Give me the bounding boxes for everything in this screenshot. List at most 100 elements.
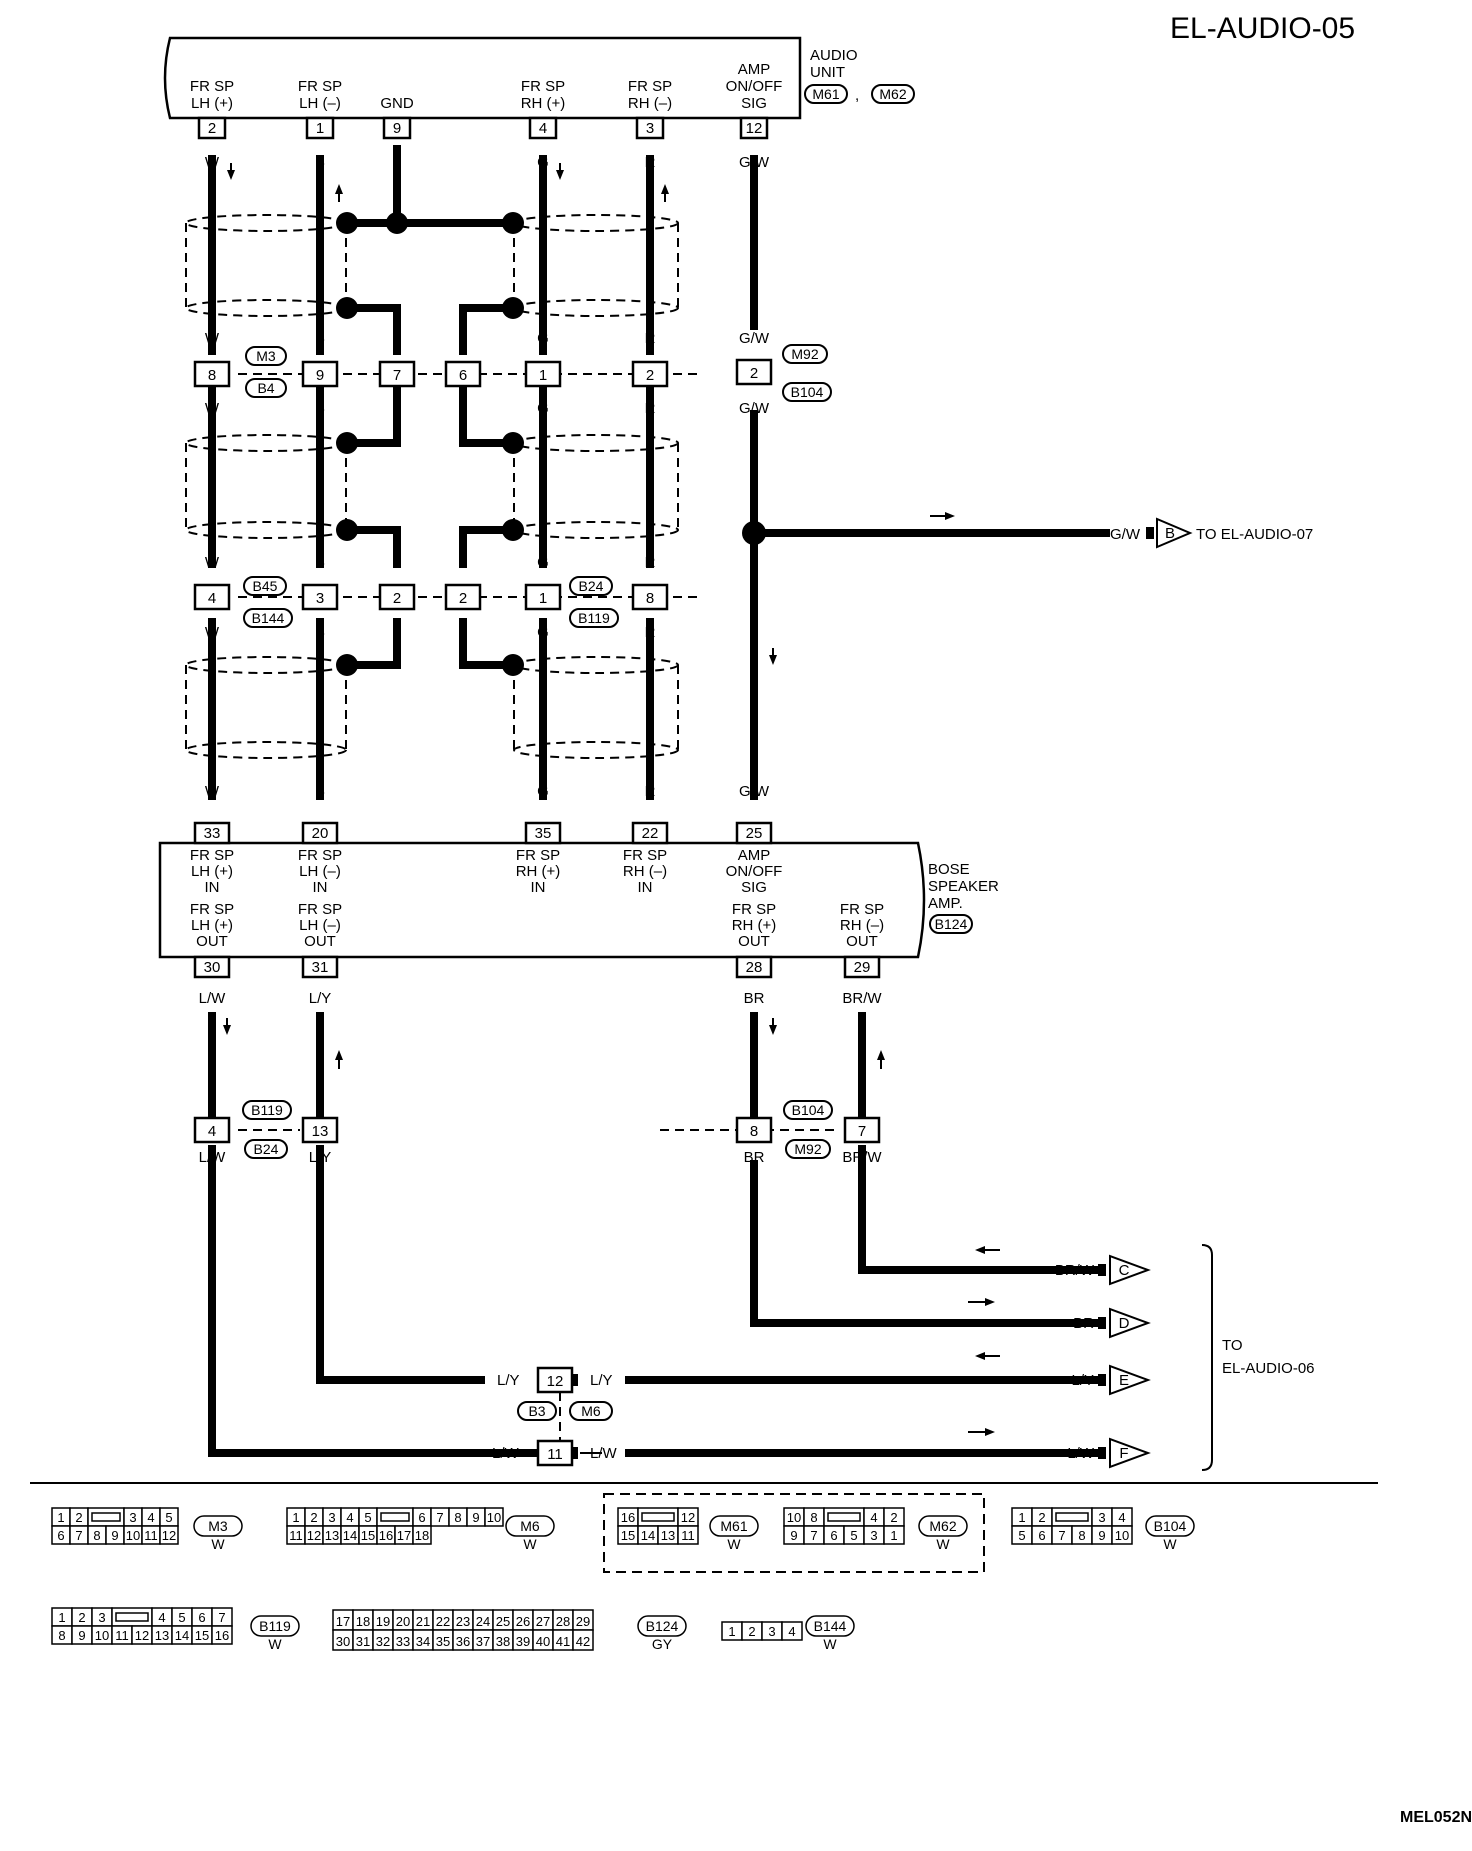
- connector-pin-number: 31: [356, 1634, 370, 1649]
- connector-color-m3: W: [211, 1536, 225, 1552]
- bose-out-pin-2: 31: [312, 959, 329, 976]
- connector-cell: [1111, 1525, 1133, 1545]
- joint-connector-m92-b104: 2 M92 B104 G/W G/W: [735, 330, 832, 417]
- audio-unit-connector-m62: M62: [879, 86, 906, 102]
- connector-pin-number: 17: [397, 1528, 411, 1543]
- j2-wa-4: R: [645, 554, 656, 571]
- j3-pin-4: 7: [858, 1123, 866, 1140]
- connector-pin-number: 38: [496, 1634, 510, 1649]
- connector-cell: [677, 1525, 699, 1545]
- bose-in-4-n1: FR SP: [623, 847, 667, 864]
- connector-latch: [1055, 1512, 1089, 1522]
- page-title: EL-AUDIO-05: [1170, 12, 1355, 45]
- connector-pin-number: 1: [1018, 1510, 1025, 1525]
- connector-latch: [91, 1512, 121, 1522]
- diagram-code: MEL052N: [1400, 1809, 1472, 1826]
- j3-wb-3: BR: [744, 1149, 765, 1166]
- audio-unit: AUDIO UNIT M61 , M62 FR SP LH (+) FR SP …: [163, 36, 915, 171]
- connector-pin-number: 11: [681, 1528, 695, 1543]
- bose-speaker-amp: 33 20 35 22 25 FR SP LH (+) IN FR SP LH …: [158, 821, 999, 979]
- connector-pin-number: 1: [292, 1510, 299, 1525]
- branch-b-wire: G/W: [1110, 526, 1141, 543]
- j2-wb-4: R: [645, 624, 656, 641]
- j4-p2-wr: L/W: [590, 1445, 618, 1462]
- connector-cell: [883, 1525, 905, 1545]
- au-t2-name-2: LH (–): [299, 95, 341, 112]
- j1-pin-6: 2: [646, 367, 654, 384]
- j2-wa-2: B: [315, 554, 325, 571]
- bose-out-3-n2: RH (+): [732, 917, 777, 934]
- connector-pin-number: 29: [576, 1614, 590, 1629]
- connector-pin-number: 1: [890, 1528, 897, 1543]
- bose-out-2-n3: OUT: [304, 933, 336, 950]
- j4-p1-wl: L/Y: [497, 1372, 520, 1389]
- out-to-2: EL-AUDIO-06: [1222, 1360, 1315, 1377]
- j3-wb-2: L/Y: [309, 1149, 332, 1166]
- bose-in-5-n2: ON/OFF: [726, 863, 783, 880]
- connector-pin-number: 39: [516, 1634, 530, 1649]
- jm92-lower: B104: [791, 384, 824, 400]
- j2-wa-1: W: [205, 554, 220, 571]
- j1-pin-5: 1: [539, 367, 547, 384]
- connector-pin-number: 5: [850, 1528, 857, 1543]
- connector-pin-number: 11: [115, 1628, 129, 1643]
- j2-wb-3: G: [537, 624, 549, 641]
- joint-connector-b3-m6: 12 11 B3 M6 L/Y L/Y L/W L/W: [492, 1366, 618, 1467]
- audio-unit-connector-m61: M61: [812, 86, 839, 102]
- connector-pin-number: 8: [454, 1510, 461, 1525]
- connector-pin-number: 9: [790, 1528, 797, 1543]
- au-pin-box-1: [197, 116, 227, 140]
- connector-pin-number: 41: [556, 1634, 570, 1649]
- au-t4-name-1: FR SP: [521, 78, 565, 95]
- j4-p2-wl: L/W: [492, 1445, 520, 1462]
- connector-id-oval: [193, 1515, 243, 1537]
- connector-pin-number: 10: [95, 1628, 109, 1643]
- au-pin-box-2: [305, 116, 335, 140]
- bose-in-pin-2: 20: [312, 825, 329, 842]
- bose-in-wire-3: G: [537, 783, 549, 800]
- bose-connector: B124: [935, 916, 968, 932]
- bose-in-2-n1: FR SP: [298, 847, 342, 864]
- out-f-letter: F: [1119, 1445, 1128, 1462]
- connector-pin-number: 3: [870, 1528, 877, 1543]
- current-direction-arrows: [223, 163, 1000, 1436]
- bose-label-2: SPEAKER: [928, 878, 999, 895]
- au-t1-name-2: LH (+): [191, 95, 233, 112]
- connector-pin-number: 5: [1018, 1528, 1025, 1543]
- connector-pin-number: 7: [436, 1510, 443, 1525]
- j2-left-lower: B144: [252, 610, 285, 626]
- j2-right-upper: B24: [579, 578, 604, 594]
- connector-pin-number: 24: [476, 1614, 490, 1629]
- j1-pin-2: 9: [316, 367, 324, 384]
- joint-connector-b119-b104: 4 13 8 7 B119 B24 B104 M92 L/W L/Y BR BR…: [193, 1100, 882, 1166]
- connector-pin-number: 8: [1078, 1528, 1085, 1543]
- connector-pin-number: 15: [621, 1528, 635, 1543]
- bose-out-wire-1: L/W: [199, 990, 227, 1007]
- cable-shields: [185, 214, 679, 759]
- connector-pin-number: 14: [641, 1528, 655, 1543]
- connector-id-b124: B124: [646, 1618, 679, 1634]
- connector-id-oval: [918, 1515, 968, 1537]
- au-pin-2: 1: [316, 120, 324, 137]
- connector-latch: [827, 1512, 861, 1522]
- bose-in-pin-1: 33: [204, 825, 221, 842]
- connector-pin-number: 6: [1038, 1528, 1045, 1543]
- j3-right-upper: B104: [792, 1102, 825, 1118]
- connector-pin-number: 19: [376, 1614, 390, 1629]
- connector-pin-number: 9: [1098, 1528, 1105, 1543]
- bose-in-3-n3: IN: [531, 879, 546, 896]
- connector-id-m3: M3: [208, 1518, 228, 1534]
- connector-pin-number: 5: [364, 1510, 371, 1525]
- au-t6-name-2: ON/OFF: [726, 78, 783, 95]
- bose-in-pin-4: 22: [642, 825, 659, 842]
- au-pin-6: 12: [746, 120, 763, 137]
- connector-pin-number: 14: [343, 1528, 357, 1543]
- out-e-wire: L/Y: [1071, 1372, 1094, 1389]
- connector-pin-number: 16: [215, 1628, 229, 1643]
- j1-lower: B4: [257, 380, 274, 396]
- au-pin-5: 3: [646, 120, 654, 137]
- output-wires: [208, 1012, 1100, 1457]
- j3-wb-4: BR/W: [842, 1149, 882, 1166]
- connector-color-b119: W: [268, 1636, 282, 1652]
